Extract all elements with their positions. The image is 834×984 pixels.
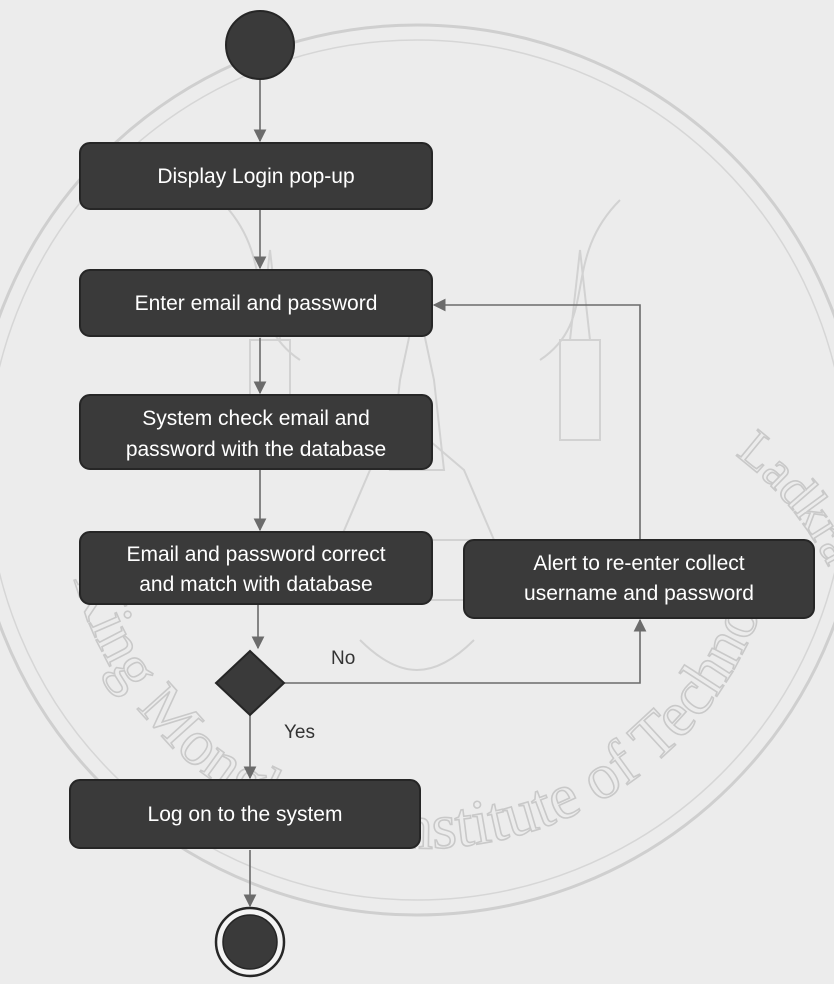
box-credentials-correct: Email and password correct and match wit… <box>79 531 433 605</box>
box-system-check: System check email and password with the… <box>79 394 433 470</box>
label-credentials-correct-line1: Email and password correct <box>126 543 385 566</box>
edge-alert-to-enter <box>432 298 641 540</box>
edges <box>243 80 647 908</box>
label-credentials-correct-line2: and match with database <box>139 573 372 596</box>
watermark-ornament <box>219 199 621 671</box>
edge-label-no: No <box>331 648 355 669</box>
box-log-on: Log on to the system <box>69 779 421 849</box>
edge-label-yes: Yes <box>284 722 315 743</box>
box-display-login: Display Login pop-up <box>79 142 433 210</box>
edge-no-to-alert <box>284 618 647 684</box>
box-enter-credentials: Enter email and password <box>79 269 433 337</box>
label-log-on: Log on to the system <box>148 803 343 826</box>
label-enter-credentials: Enter email and password <box>135 292 378 315</box>
end-node <box>214 906 286 978</box>
label-display-login: Display Login pop-up <box>157 165 354 188</box>
box-alert-reenter: Alert to re-enter collect username and p… <box>463 539 815 619</box>
label-system-check-line2: password with the database <box>126 438 386 461</box>
label-alert-line1: Alert to re-enter collect <box>533 552 744 575</box>
start-node <box>225 10 295 80</box>
decision-node <box>214 649 286 717</box>
label-system-check-line1: System check email and <box>142 407 370 430</box>
label-alert-line2: username and password <box>524 582 754 605</box>
